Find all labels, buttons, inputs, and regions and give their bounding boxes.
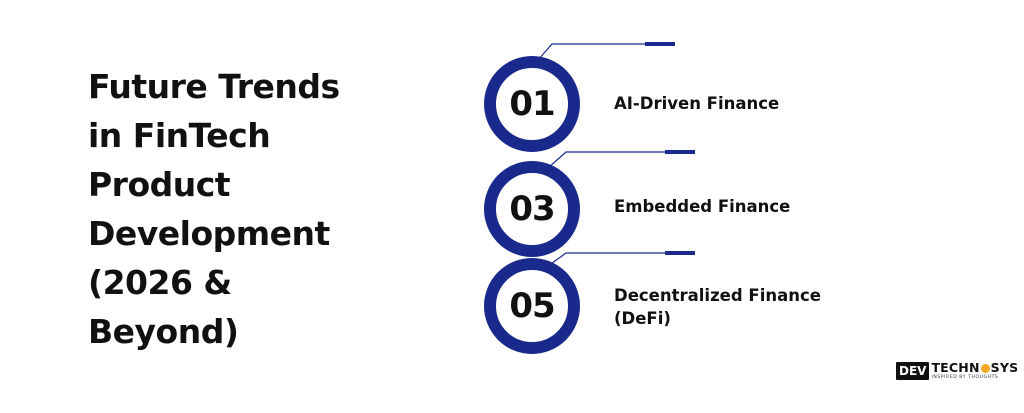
trend-number: 01 [509,84,555,124]
logo-word-start: TECHN [931,360,980,375]
trend-label-line: (DeFi) [614,309,671,328]
trend-number: 03 [509,189,555,229]
trend-label: Embedded Finance [614,195,874,218]
trend-item: 01 AI-Driven Finance [0,56,1024,156]
trend-label-line: AI-Driven Finance [614,94,780,113]
title-line: (2026 & [88,263,232,302]
trend-number-circle: 03 [484,161,580,257]
trend-number-circle: 01 [484,56,580,152]
trend-item: 05 Decentralized Finance (DeFi) [0,258,1024,358]
trend-label: Decentralized Finance (DeFi) [614,284,874,330]
trend-label-line: Decentralized Finance [614,286,821,305]
title-line: Development [88,214,330,253]
connector-bar [645,42,675,46]
logo-tagline: INSPIRED BY THOUGHTS [931,374,999,380]
trend-number-circle: 05 [484,258,580,354]
logo-badge: DEV [896,362,930,380]
logo-word: TECHN SYS [931,360,1019,375]
title-line: in FinTech [88,116,271,155]
trend-label: AI-Driven Finance [614,92,874,115]
logo-text: TECHN SYS INSPIRED BY THOUGHTS [931,360,1019,380]
title-line: Future Trends [88,67,340,106]
gear-dot-icon [980,363,990,373]
company-logo: DEV TECHN SYS INSPIRED BY THOUGHTS [896,359,1018,383]
title-line: Beyond) [88,312,239,351]
trend-item: 03 Embedded Finance [0,161,1024,261]
logo-word-end: SYS [990,360,1019,375]
title-line: Product [88,165,231,204]
trend-number: 05 [509,286,555,326]
trend-label-line: Embedded Finance [614,197,791,216]
page-title: Future Trends in FinTech Product Develop… [88,62,388,356]
